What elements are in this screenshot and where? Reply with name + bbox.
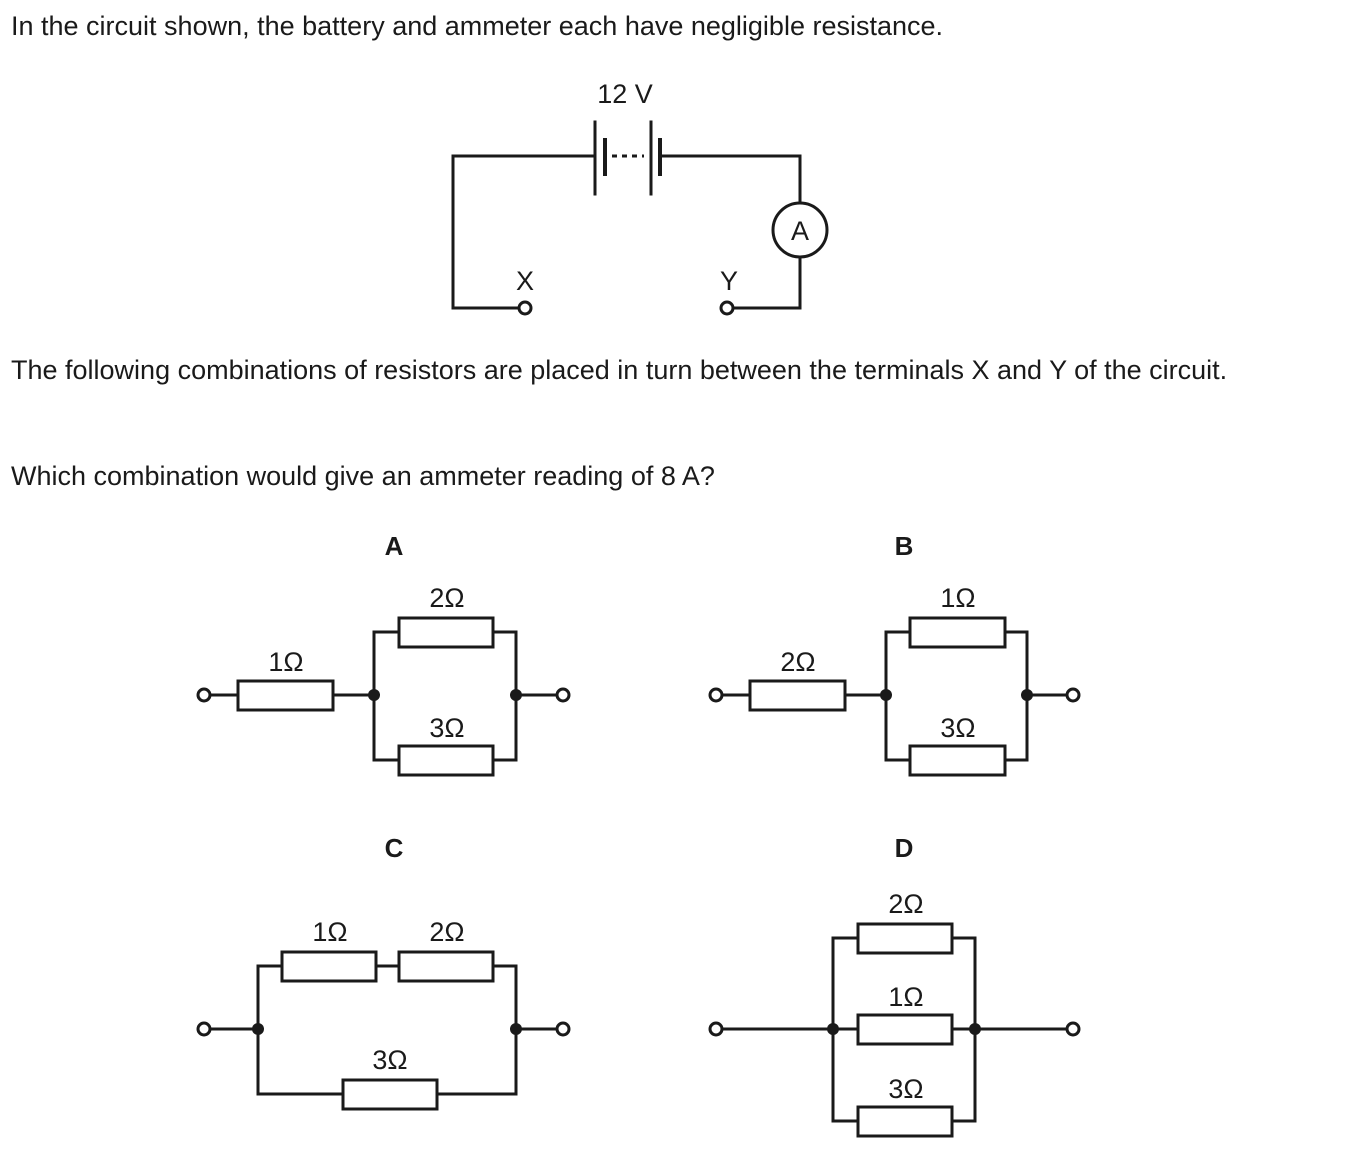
option-b-circuit: B 2Ω 1Ω 3Ω [708,531,1081,777]
option-c-terminal-left [196,1021,212,1037]
intro-text: In the circuit shown, the battery and am… [11,11,944,41]
terminal-y [719,300,735,316]
option-b-resistor-series [748,679,847,712]
option-b-top-label: 1Ω [940,583,975,613]
option-d-circuit: D 2Ω 1Ω 3Ω [708,833,1081,1138]
option-d-middle-label: 1Ω [888,982,923,1012]
option-d-letter: D [895,833,914,863]
main-circuit-wire-left [451,154,595,310]
question-prompt: Which combination would give an ammeter … [11,461,715,491]
option-a-resistor-top [397,616,495,649]
option-a-bottom-label: 3Ω [429,713,464,743]
option-c-resistor-bottom [341,1078,439,1111]
option-c-circuit: C 1Ω 2Ω 3Ω [196,833,571,1111]
main-circuit-wire-right [658,154,802,208]
option-b-resistor-top [908,616,1007,649]
ammeter-symbol [771,201,829,259]
option-d-resistor-top [856,922,954,955]
option-a-resistor-bottom [397,744,495,777]
option-d-terminal-right [1065,1021,1081,1037]
battery-symbol [593,120,662,196]
option-d-bottom-label: 3Ω [888,1074,923,1104]
terminal-x-label: X [516,266,534,296]
option-c-bottom-label: 3Ω [372,1045,407,1075]
option-a-letter: A [385,531,404,561]
option-a-resistor-series [236,679,335,712]
option-d-resistor-bottom [856,1105,954,1138]
option-d-top-label: 2Ω [888,889,923,919]
option-b-letter: B [895,531,914,561]
option-b-resistor-bottom [908,744,1007,777]
option-b-series-label: 2Ω [780,647,815,677]
option-a-series-label: 1Ω [268,647,303,677]
terminal-x [517,300,533,316]
option-c-resistor-right [397,950,495,983]
ammeter-label: A [791,216,809,246]
battery-label: 12 V [597,79,653,109]
option-b-terminal-left [708,687,724,703]
option-d-resistor-middle [856,1013,954,1046]
option-c-left-label: 1Ω [312,917,347,947]
option-b-terminal-right [1065,687,1081,703]
question-paragraph: The following combinations of resistors … [11,355,1228,385]
option-c-right-label: 2Ω [429,917,464,947]
option-a-terminal-right [555,687,571,703]
option-a-top-label: 2Ω [429,583,464,613]
option-c-resistor-left [280,950,378,983]
option-b-bottom-label: 3Ω [940,713,975,743]
option-a-circuit: A 1Ω 2Ω 3Ω [196,531,571,777]
main-circuit: 12 V A X Y [451,79,829,316]
terminal-y-label: Y [720,266,738,296]
option-a-terminal-left [196,687,212,703]
option-d-terminal-left [708,1021,724,1037]
option-c-letter: C [385,833,404,863]
main-circuit-wire-y [732,252,802,310]
option-c-terminal-right [555,1021,571,1037]
